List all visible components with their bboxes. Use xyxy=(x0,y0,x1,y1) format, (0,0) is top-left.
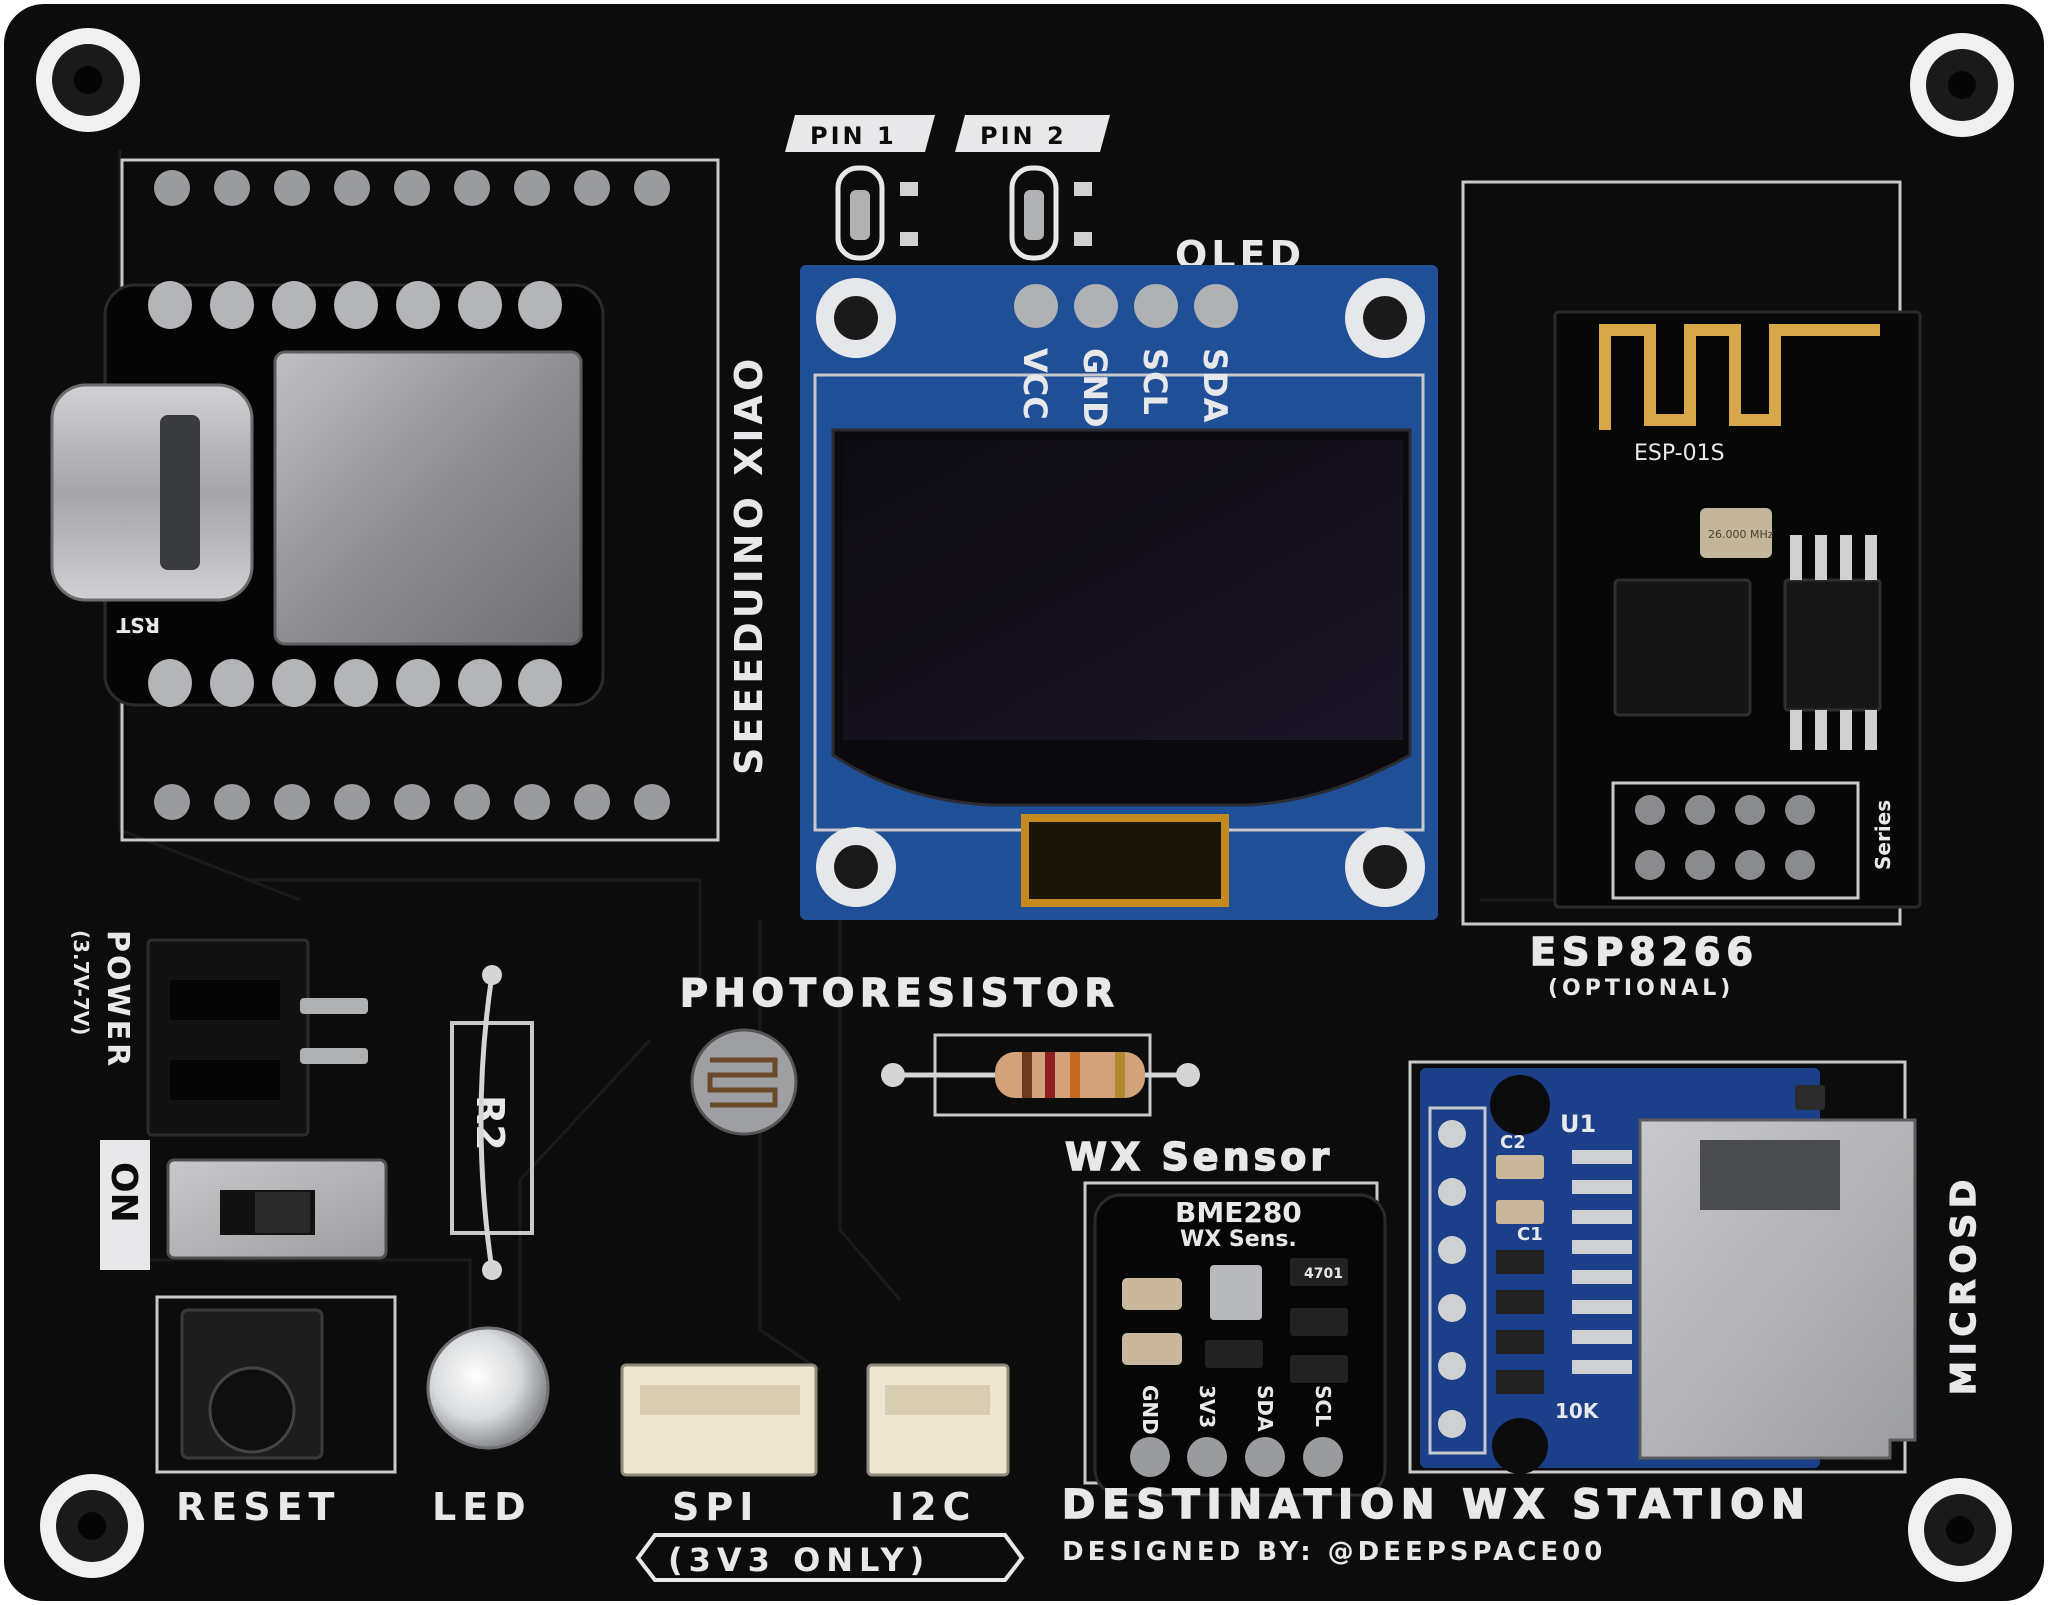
oled-pin-gnd: GND xyxy=(1076,348,1114,428)
reset-button[interactable] xyxy=(208,1366,296,1454)
usb-c-opening xyxy=(160,415,200,570)
oled-screen xyxy=(843,440,1403,740)
bme280-pin-3v3: 3V3 xyxy=(1195,1385,1219,1428)
reset-label: RESET xyxy=(176,1485,340,1529)
oled-flex-cable xyxy=(1021,814,1229,907)
microsd-chip-legs xyxy=(1572,1150,1632,1374)
spi-label: SPI xyxy=(672,1485,759,1529)
esp8266-label: ESP8266 xyxy=(1530,930,1759,974)
bme280-title: BME280 xyxy=(1175,1196,1302,1229)
power-switch-knob[interactable] xyxy=(255,1192,310,1233)
microsd-u1-label: U1 xyxy=(1560,1110,1596,1138)
power-label: POWER xyxy=(100,930,135,1069)
xiao-header-pins xyxy=(154,170,670,820)
bme280-subtitle: WX Sens. xyxy=(1180,1227,1297,1252)
microsd-c1-label: C1 xyxy=(1517,1224,1543,1245)
microsd-components xyxy=(1496,1155,1544,1394)
esp-series-label: Series xyxy=(1871,800,1895,870)
bme280-sensor-chip xyxy=(1210,1265,1262,1320)
esp-antenna xyxy=(1599,324,1880,430)
i2c-connector[interactable] xyxy=(866,1363,1010,1477)
oled-pin-scl: SCL xyxy=(1136,348,1174,415)
v33only-label: (3V3 ONLY) xyxy=(668,1541,930,1579)
esp-crystal xyxy=(1700,508,1772,558)
bme280-pin-scl: SCL xyxy=(1311,1385,1335,1427)
power-connector[interactable] xyxy=(146,938,310,1137)
microsd-led xyxy=(1795,1085,1825,1110)
esp-optional-label: (OPTIONAL) xyxy=(1548,976,1734,1001)
bme280-res-label: 4701 xyxy=(1304,1266,1343,1282)
oled-pin-vcc: VCC xyxy=(1016,348,1054,420)
r2-label: R2 xyxy=(468,1095,512,1151)
pin-selectors: PIN 1 PIN 2 xyxy=(785,115,1110,261)
pin2-label: PIN 2 xyxy=(980,122,1067,150)
xiao-rst-label: RST xyxy=(116,613,160,637)
oled-pin-sda: SDA xyxy=(1196,348,1234,423)
esp-flash-legs xyxy=(1790,535,1877,750)
bme280-components xyxy=(1122,1258,1348,1383)
microsd-c2-label: C2 xyxy=(1500,1132,1526,1153)
led xyxy=(426,1326,550,1450)
photoresistor xyxy=(690,1028,798,1136)
microsd-card-slot xyxy=(1700,1140,1840,1210)
xiao-castellated-pins xyxy=(148,281,562,707)
esp-crystal-label: 26.000 MHz xyxy=(1708,528,1774,541)
esp-header-pins xyxy=(1635,795,1815,880)
board-title: DESTINATION WX STATION xyxy=(1062,1482,1812,1528)
designed-by: DESIGNED BY: @DEEPSPACE00 xyxy=(1062,1537,1606,1567)
power-range-label: (3.7V-7V) xyxy=(69,930,93,1035)
v33only-badge xyxy=(635,1533,1025,1582)
xiao-rf-shield xyxy=(273,350,583,646)
oled-header-pins xyxy=(1014,284,1238,328)
microsd-10k-label: 10K xyxy=(1555,1399,1600,1423)
r2-outline xyxy=(450,1021,534,1235)
power-connector-pins xyxy=(300,998,368,1064)
bme280-pins xyxy=(1130,1437,1343,1477)
esp-chip-label: ESP-01S xyxy=(1634,441,1725,466)
usb-c-port[interactable] xyxy=(50,383,254,602)
mounting-holes xyxy=(36,28,2014,1582)
photoresistor-track xyxy=(707,1057,778,1108)
microsd-pin-strip xyxy=(1428,1106,1487,1455)
photoresistor-label: PHOTORESISTOR xyxy=(680,971,1120,1015)
reset-outline xyxy=(155,1295,397,1474)
wx-sensor-label: WX Sensor xyxy=(1065,1135,1333,1179)
spi-connector[interactable] xyxy=(620,1363,818,1477)
esp-flash-chip xyxy=(1783,578,1882,712)
microsd-pins xyxy=(1438,1120,1466,1438)
bme280-pin-gnd: GND xyxy=(1138,1385,1162,1435)
on-label: ON xyxy=(103,1162,144,1223)
i2c-label: I2C xyxy=(890,1485,976,1529)
r2-lead xyxy=(478,974,495,1271)
seeeduino-xiao-label: SEEEDUINO XIAO xyxy=(727,355,771,775)
pin1-label: PIN 1 xyxy=(810,122,897,150)
led-label: LED xyxy=(432,1485,532,1529)
microsd-label: MICROSD xyxy=(1944,1174,1984,1395)
on-badge xyxy=(100,1140,150,1270)
bme280-pin-sda: SDA xyxy=(1253,1385,1277,1432)
esp-header-outline xyxy=(1611,781,1860,900)
esp-soc-chip xyxy=(1613,578,1752,717)
oled-mount-holes xyxy=(816,278,1425,907)
